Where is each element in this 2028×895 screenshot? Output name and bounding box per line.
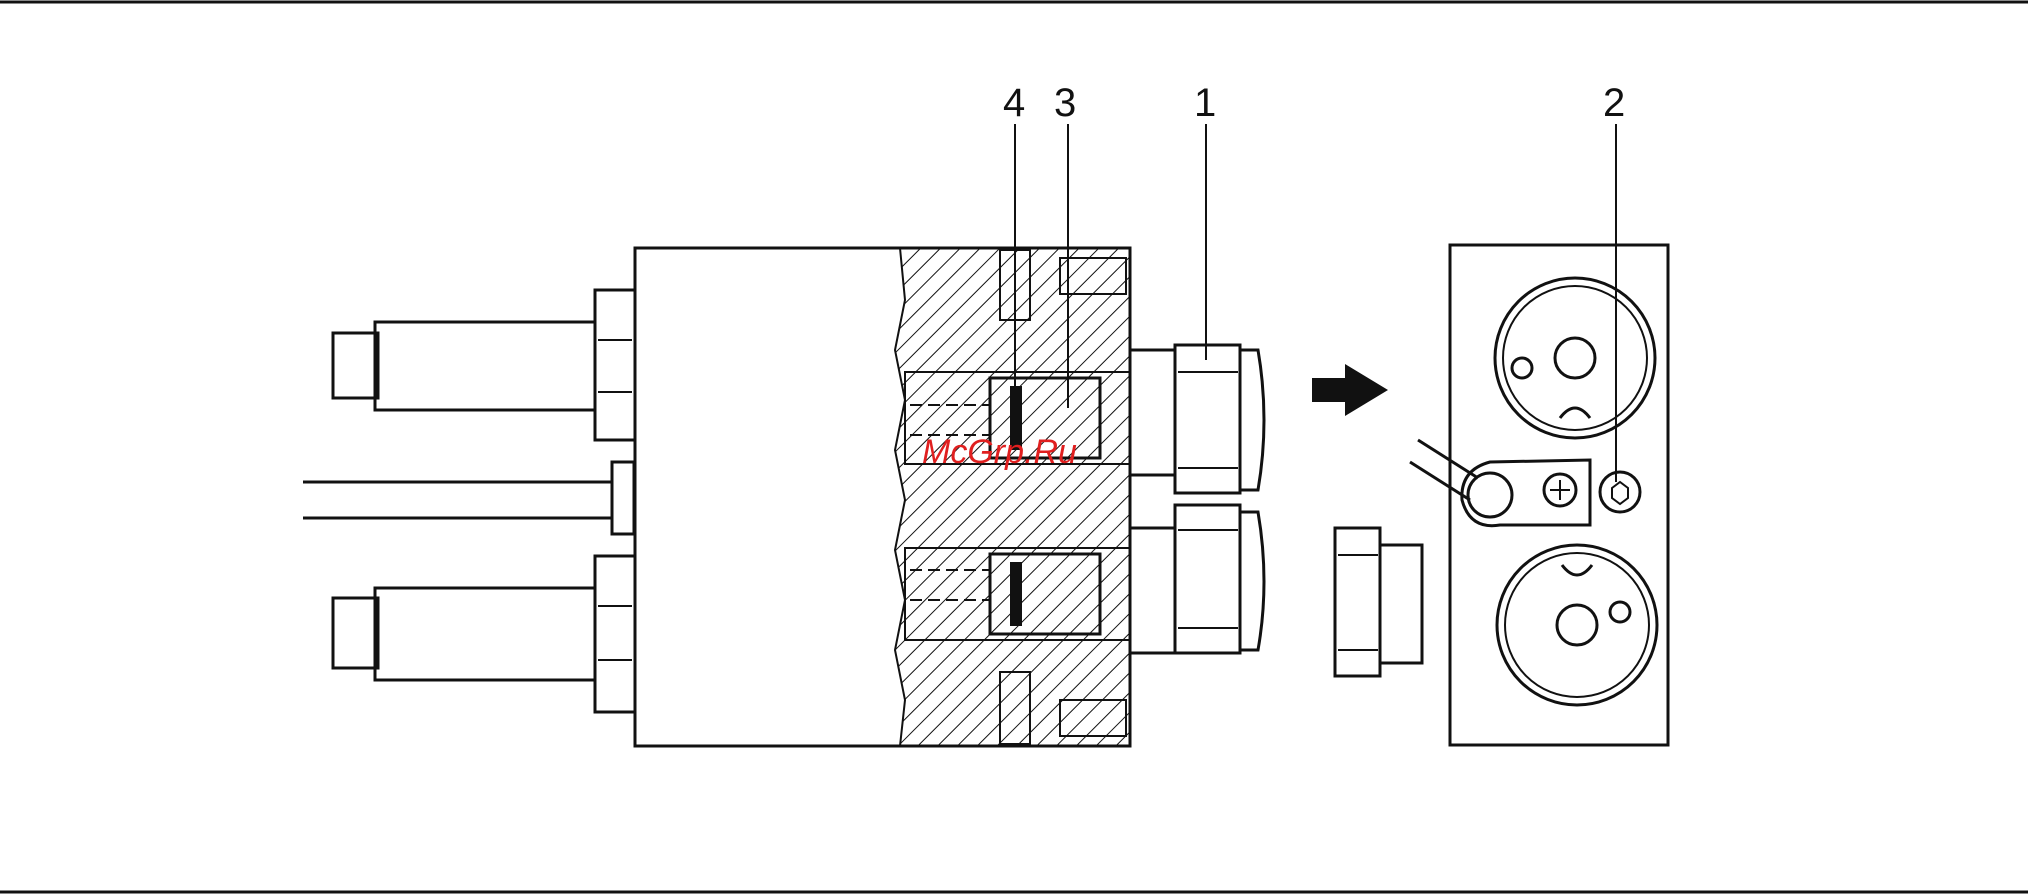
callout-3: 3 <box>1054 81 1076 125</box>
watermark: McGrp.Ru <box>922 433 1077 471</box>
callout-4: 4 <box>1003 81 1025 125</box>
callout-2: 2 <box>1603 81 1625 125</box>
lower-hose-fitting <box>333 556 635 712</box>
adjusting-screw-icon <box>1600 472 1640 512</box>
capillary-tube <box>303 462 634 534</box>
phillips-screw-icon <box>1544 474 1576 506</box>
valve-front-view <box>1410 245 1668 745</box>
arrow-right-icon <box>1312 364 1388 416</box>
upper-hose-fitting <box>333 290 635 440</box>
callout-1: 1 <box>1194 81 1216 125</box>
plug-fitting <box>1335 528 1422 676</box>
valve-cap-nuts <box>1130 345 1264 653</box>
valve-body <box>635 248 1130 746</box>
